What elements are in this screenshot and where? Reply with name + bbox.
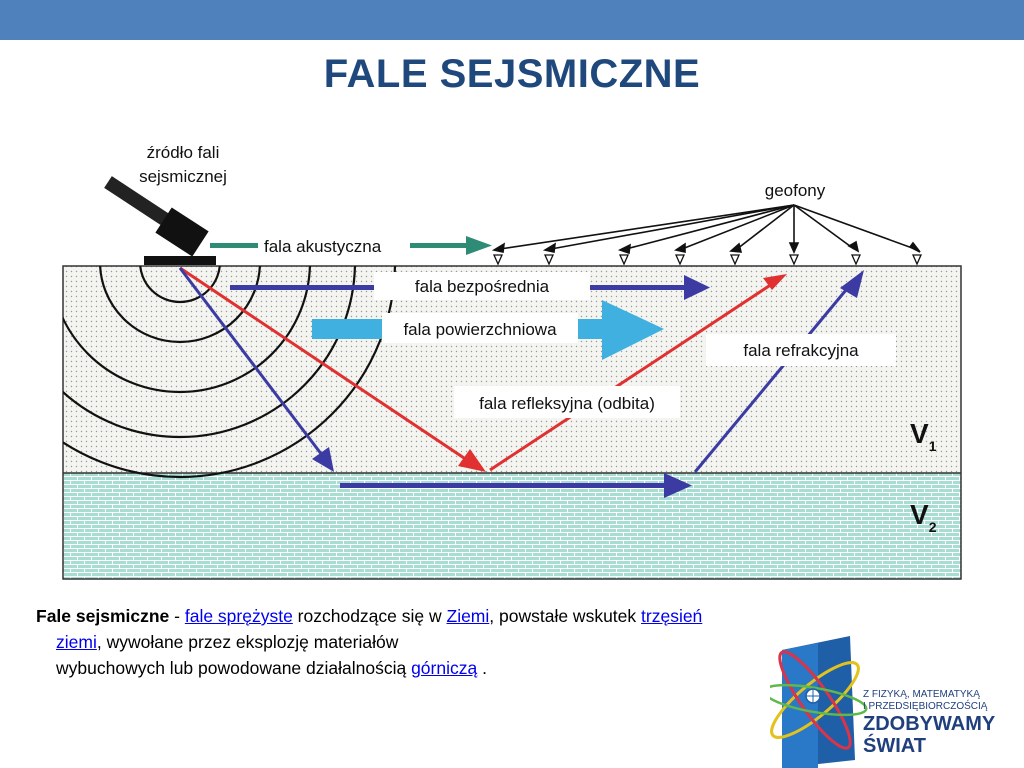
surface-wave-arrow [312, 300, 664, 360]
acoustic-wave-label: fala akustyczna [264, 237, 382, 256]
source-label-line1: źródło fali [147, 143, 220, 162]
seismic-waves-diagram: źródło fali sejsmicznej fala akustyczna [62, 143, 962, 580]
head-wave-arrow [340, 473, 692, 498]
reflection-wave-label: fala refleksyjna (odbita) [479, 394, 655, 413]
description-text: Fale sejsmiczne - fale sprężyste rozchod… [36, 603, 916, 681]
direct-wave-arrow [230, 275, 710, 300]
link-elastic-waves[interactable]: fale sprężyste [184, 606, 293, 626]
ground-frame [62, 265, 962, 580]
source-label-line2: sejsmicznej [139, 167, 227, 186]
desc-text-2: , powstałe wskutek [489, 606, 642, 626]
link-earthquakes-1[interactable]: trzęsień [641, 606, 703, 626]
surface-wave-label-bg [382, 313, 578, 343]
upper-layer [63, 266, 961, 473]
wavefronts [63, 266, 397, 479]
refraction-wave-arrow [693, 270, 864, 473]
desc-sep: - [169, 606, 185, 626]
refraction-wave-label-bg [706, 334, 896, 366]
refraction-wave-label: fala refrakcyjna [743, 341, 859, 360]
acoustic-wave-arrow [210, 236, 492, 255]
logo-line2: I PRZEDSIĘBIORCZOŚCIĄ [863, 699, 988, 712]
reflection-wave-arrow [179, 266, 787, 472]
top-accent-bar [0, 0, 1024, 40]
logo-emblem [770, 636, 868, 768]
term-bold: Fale sejsmiczne [36, 606, 170, 626]
logo-line4: ŚWIAT [863, 733, 926, 757]
slide-title: FALE SEJSMICZNE [323, 52, 701, 96]
hammer-icon [104, 176, 209, 257]
source-plate [144, 256, 216, 265]
desc-text-3: , wywołane przez eksplozję materiałów [96, 632, 399, 652]
desc-text-5: . [477, 658, 487, 678]
geophone-icons [492, 254, 923, 266]
desc-text-4: wybuchowych lub powodowane działalnością [56, 658, 412, 678]
lower-layer [63, 473, 961, 579]
layer2-label: V2 [910, 499, 937, 535]
geophones-label: geofony [765, 181, 826, 200]
direct-wave-label: fala bezpośrednia [415, 277, 550, 296]
direct-wave-label-bg [374, 272, 590, 300]
link-earthquakes-2[interactable]: ziemi [56, 632, 97, 652]
refracted-ray-down [178, 267, 334, 472]
surface-wave-label: fala powierzchniowa [403, 320, 557, 339]
logo-line3: ZDOBYWAMY [863, 713, 996, 735]
desc-text-1: rozchodzące się w [292, 606, 447, 626]
link-mining[interactable]: górniczą [411, 658, 478, 678]
logo-line1: Z FIZYKĄ, MATEMATYKĄ [863, 689, 980, 700]
reflection-wave-label-bg [454, 386, 680, 418]
layer1-label: V1 [910, 418, 937, 454]
project-logo: Z FIZYKĄ, MATEMATYKĄ I PRZEDSIĘBIORCZOŚC… [770, 636, 996, 768]
geophone-pointer-lines [491, 204, 921, 255]
link-earth[interactable]: Ziemi [446, 606, 490, 626]
